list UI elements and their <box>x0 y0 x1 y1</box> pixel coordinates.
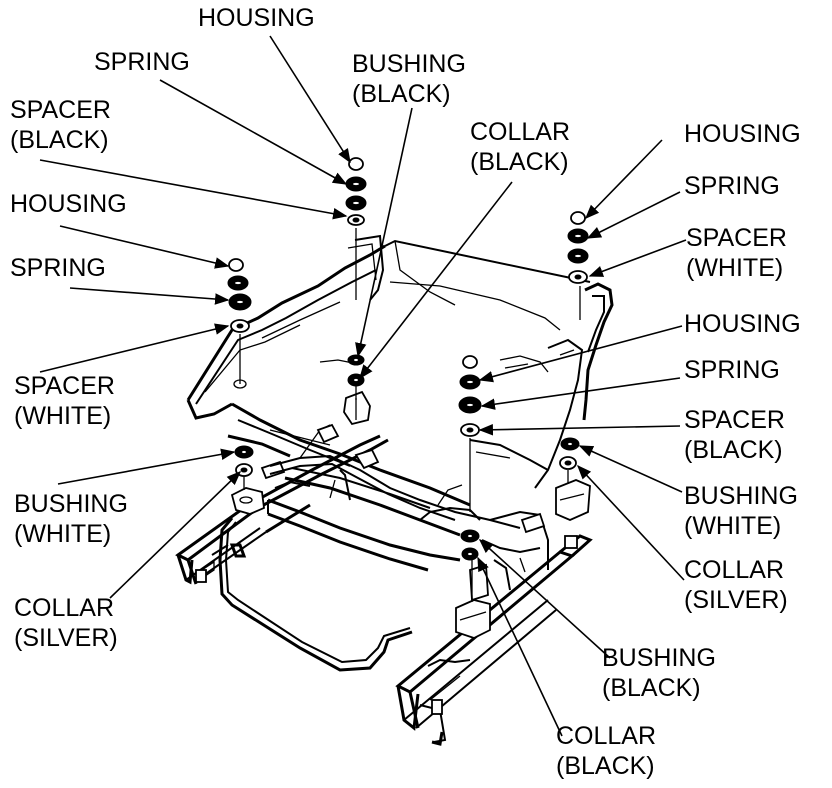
label-housing-left: HOUSING <box>10 190 127 218</box>
label-collar-black-top-color: (BLACK) <box>470 148 569 176</box>
label-collar-black-bottom-color: (BLACK) <box>556 752 655 780</box>
label-bushing-black-bottom: BUSHING <box>602 644 716 672</box>
label-housing-top: HOUSING <box>198 4 315 32</box>
label-spacer-black-topleft: SPACER <box>10 96 111 124</box>
label-collar-black-top: COLLAR <box>470 118 570 146</box>
right-seat-rail <box>395 479 593 746</box>
label-bushing-white-left-color: (WHITE) <box>14 520 111 548</box>
label-spring-right-top: SPRING <box>684 172 780 200</box>
label-spacer-black-right-color: (BLACK) <box>684 436 783 464</box>
stack-bottom-center <box>460 529 480 561</box>
label-spacer-black-topleft-color: (BLACK) <box>10 126 109 154</box>
stack-lower-right <box>559 437 580 470</box>
label-bushing-white-left: BUSHING <box>14 490 128 518</box>
stack-center-left <box>347 354 365 387</box>
leader-lines <box>39 35 687 737</box>
label-collar-silver-right: COLLAR <box>684 556 784 584</box>
mounting-studs <box>239 228 581 602</box>
label-spacer-black-right: SPACER <box>684 406 785 434</box>
label-bushing-black-top-color: (BLACK) <box>352 80 451 108</box>
label-collar-black-bottom: COLLAR <box>556 722 656 750</box>
label-bushing-white-right: BUSHING <box>684 482 798 510</box>
part-labels: HOUSING SPRING BUSHING (BLACK) SPACER (B… <box>10 4 801 780</box>
label-bushing-white-right-color: (WHITE) <box>684 512 781 540</box>
label-spring-top: SPRING <box>94 48 190 76</box>
label-housing-right-top: HOUSING <box>684 120 801 148</box>
stack-top-left <box>345 157 367 226</box>
label-spacer-white-right-color: (WHITE) <box>686 254 783 282</box>
label-collar-silver-right-color: (SILVER) <box>684 586 788 614</box>
label-housing-right-mid: HOUSING <box>684 310 801 338</box>
label-collar-silver-left: COLLAR <box>14 594 114 622</box>
label-spacer-white-left: SPACER <box>14 372 115 400</box>
seat-frame <box>186 234 614 572</box>
left-seat-rail <box>175 390 521 672</box>
label-spacer-white-left-color: (WHITE) <box>14 402 111 430</box>
label-bushing-black-top: BUSHING <box>352 50 466 78</box>
stack-top-right <box>567 211 589 284</box>
label-bushing-black-bottom-color: (BLACK) <box>602 674 701 702</box>
label-collar-silver-left-color: (SILVER) <box>14 624 118 652</box>
stack-center-right <box>458 355 482 437</box>
stack-lower-left <box>234 445 254 477</box>
label-spring-right-mid: SPRING <box>684 356 780 384</box>
label-spacer-white-right: SPACER <box>686 224 787 252</box>
label-spring-left: SPRING <box>10 254 106 282</box>
stack-left <box>227 258 252 333</box>
